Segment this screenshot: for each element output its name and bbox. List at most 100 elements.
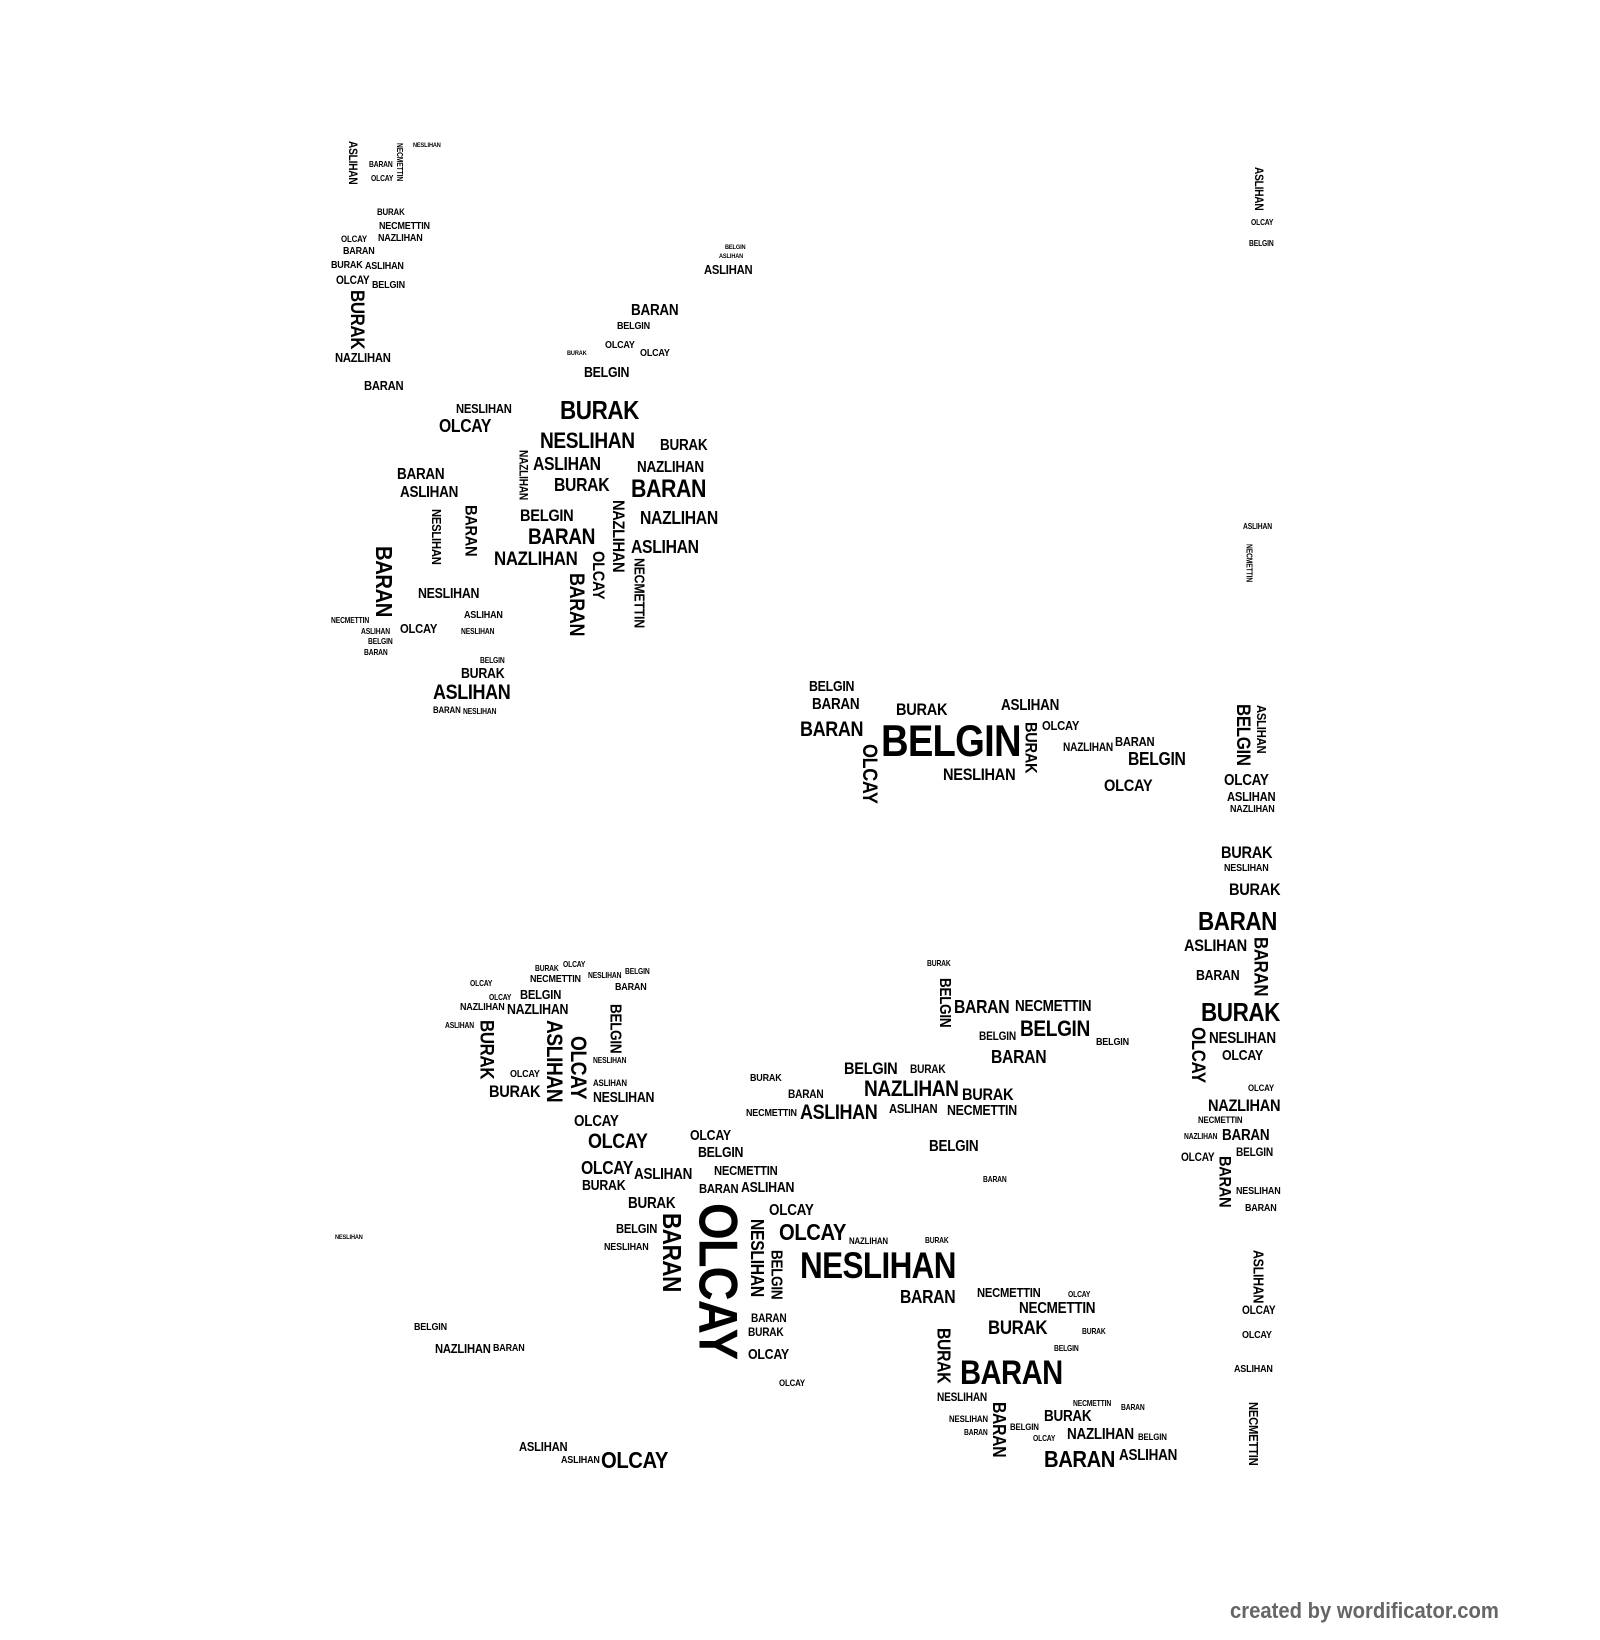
cloud-word: NECMETTIN <box>1072 1398 1111 1408</box>
cloud-word: OLCAY <box>573 1112 619 1130</box>
cloud-word: BARAN <box>988 1401 1010 1457</box>
cloud-word: OLCAY <box>371 173 394 183</box>
cloud-word: NESLIHAN <box>539 427 635 453</box>
cloud-word: NESLIHAN <box>800 1244 957 1286</box>
cloud-word: BELGIN <box>1054 1344 1079 1354</box>
cloud-word: ASLIHAN <box>592 1078 627 1089</box>
cloud-word: ASLIHAN <box>444 1021 474 1031</box>
cloud-word: ASLIHAN <box>561 1454 600 1466</box>
cloud-word: NAZLIHAN <box>637 459 704 477</box>
cloud-word: ASLIHAN <box>533 453 601 475</box>
cloud-word: BELGIN <box>520 986 562 1002</box>
cloud-word: NESLIHAN <box>462 707 497 717</box>
cloud-word: OLCAY <box>1251 217 1274 227</box>
cloud-word: NAZLIHAN <box>435 1341 491 1357</box>
cloud-word: NECMETTIN <box>746 1108 798 1120</box>
cloud-word: OLCAY <box>1103 776 1153 796</box>
cloud-word: NECMETTIN <box>1244 543 1254 582</box>
cloud-word: NESLIHAN <box>943 764 1016 784</box>
cloud-word: BARAN <box>699 1181 739 1197</box>
cloud-word: OLCAY <box>604 339 635 351</box>
cloud-word: NESLIHAN <box>428 509 444 566</box>
cloud-word: OLCAY <box>469 979 492 989</box>
cloud-word: OLCAY <box>687 1202 750 1360</box>
cloud-word: OLCAY <box>1041 717 1079 733</box>
cloud-word: OLCAY <box>563 960 586 970</box>
cloud-word: BURAK <box>461 665 505 682</box>
cloud-word: BARAN <box>960 1353 1063 1392</box>
cloud-word: ASLIHAN <box>719 252 744 260</box>
cloud-word: BARAN <box>990 1046 1047 1068</box>
cloud-word: NECMETTIN <box>1015 998 1092 1016</box>
cloud-word: BELGIN <box>616 1220 658 1236</box>
cloud-word: NAZLIHAN <box>1184 1131 1218 1141</box>
cloud-word: BURAK <box>933 1328 955 1384</box>
cloud-word: OLCAY <box>341 233 368 244</box>
cloud-word: OLCAY <box>1247 1083 1274 1094</box>
cloud-word: NAZLIHAN <box>516 449 530 500</box>
cloud-word: BELGIN <box>1231 703 1254 766</box>
cloud-word: NESLIHAN <box>1236 1186 1281 1198</box>
cloud-word: NESLIHAN <box>334 1234 363 1242</box>
cloud-word: BELGIN <box>617 321 651 333</box>
cloud-word: BARAN <box>953 995 1010 1017</box>
cloud-word: BARAN <box>364 647 388 657</box>
cloud-word: BURAK <box>896 699 948 719</box>
cloud-word: OLCAY <box>857 743 881 804</box>
cloud-word: NESLIHAN <box>949 1413 988 1424</box>
cloud-word: BARAN <box>1244 1202 1277 1214</box>
cloud-word: ASLIHAN <box>1254 705 1270 754</box>
cloud-word: BARAN <box>1215 1155 1235 1208</box>
cloud-word: NECMETTIN <box>530 973 582 985</box>
cloud-word: ASLIHAN <box>399 484 458 502</box>
cloud-word: BURAK <box>748 1326 784 1340</box>
cloud-word: ASLIHAN <box>634 1166 693 1184</box>
cloud-word: NESLIHAN <box>1208 1030 1276 1048</box>
cloud-word: BURAK <box>926 959 951 969</box>
cloud-word: NECMETTIN <box>1245 1401 1261 1466</box>
cloud-word: BELGIN <box>1137 1431 1167 1442</box>
cloud-word: NESLIHAN <box>747 1218 769 1297</box>
cloud-word: BELGIN <box>606 1004 624 1054</box>
cloud-word: NECMETTIN <box>630 557 647 628</box>
cloud-word: BURAK <box>627 1194 676 1212</box>
cloud-word: ASLIHAN <box>630 535 699 557</box>
cloud-word: NESLIHAN <box>1223 862 1269 874</box>
cloud-word: BARAN <box>343 245 375 257</box>
cloud-word: BARAN <box>368 160 393 170</box>
cloud-word: OLCAY <box>640 348 670 360</box>
cloud-word: BELGIN <box>1019 1015 1090 1041</box>
cloud-word: NAZLIHAN <box>506 1002 568 1019</box>
cloud-word: BURAK <box>554 474 610 496</box>
cloud-word: BARAN <box>630 476 706 504</box>
cloud-word: NAZLIHAN <box>1208 1096 1281 1116</box>
cloud-word: OLCAY <box>439 415 492 437</box>
cloud-word: BURAK <box>566 350 587 358</box>
cloud-word: NESLIHAN <box>593 1056 627 1066</box>
cloud-word: BURAK <box>910 1063 946 1077</box>
cloud-word: BARAN <box>899 1285 956 1307</box>
cloud-word: NAZLIHAN <box>640 507 719 529</box>
cloud-word: BURAK <box>535 963 559 973</box>
cloud-word: NAZLIHAN <box>378 232 423 244</box>
cloud-word: NECMETTIN <box>330 615 369 625</box>
cloud-word: OLCAY <box>747 1347 789 1364</box>
cloud-word: BARAN <box>1121 1402 1145 1412</box>
cloud-word: NAZLIHAN <box>1230 804 1275 816</box>
cloud-word: BURAK <box>1043 1408 1092 1426</box>
cloud-word: NECMETTIN <box>977 1284 1041 1300</box>
cloud-word: BELGIN <box>1127 747 1186 769</box>
cloud-word: BURAK <box>749 1073 782 1085</box>
cloud-word: ASLIHAN <box>518 1439 568 1455</box>
cloud-word: ASLIHAN <box>365 260 404 272</box>
cloud-word: NECMETTIN <box>1198 1114 1243 1125</box>
cloud-word: NESLIHAN <box>936 1390 987 1404</box>
cloud-word: NESLIHAN <box>413 142 441 150</box>
cloud-word: ASLIHAN <box>1184 936 1248 956</box>
cloud-word: BURAK <box>376 207 405 218</box>
cloud-word: NESLIHAN <box>587 971 622 981</box>
cloud-word: OLCAY <box>779 1219 847 1246</box>
cloud-word: ASLIHAN <box>1251 167 1265 211</box>
cloud-word: OLCAY <box>335 274 370 288</box>
cloud-word: BARAN <box>615 982 647 994</box>
